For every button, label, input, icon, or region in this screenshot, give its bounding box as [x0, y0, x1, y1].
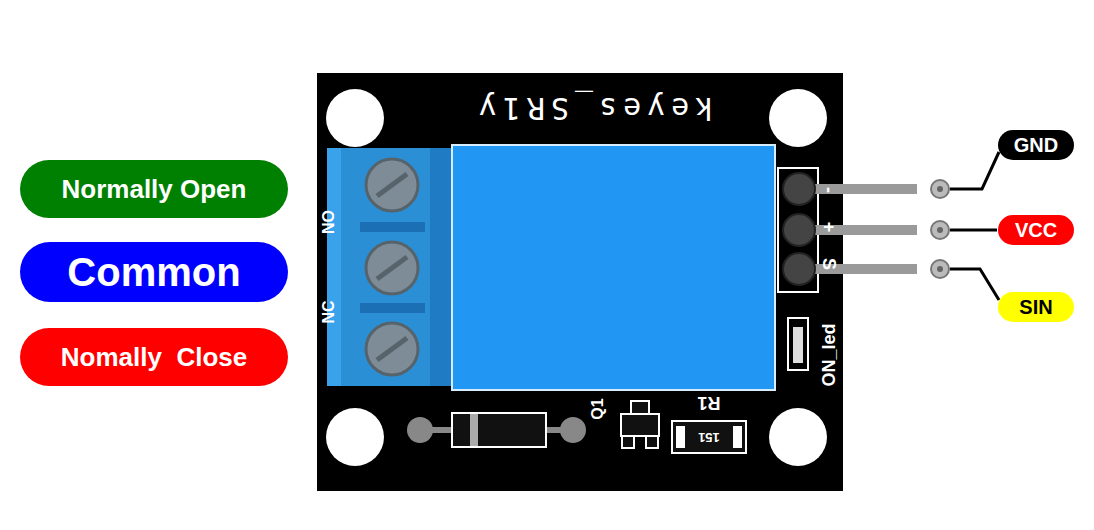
callout-pill: Common	[20, 242, 288, 302]
pin-header-outline	[778, 168, 818, 292]
pin-name: +	[820, 222, 838, 233]
header-pin	[783, 173, 815, 205]
mounting-hole	[326, 408, 384, 466]
pin-label-pill: GND	[998, 130, 1074, 160]
pin-end-dot	[937, 186, 943, 192]
screw-slot	[377, 257, 407, 279]
relay-body	[452, 145, 775, 390]
pin-name: -	[820, 187, 838, 193]
terminal-separator	[360, 222, 425, 232]
screw-slot	[377, 174, 407, 196]
mounting-hole	[769, 408, 827, 466]
diode-band	[470, 414, 478, 446]
transistor-lead	[646, 436, 658, 448]
leader-line	[950, 229, 997, 232]
terminal-block-edge	[327, 148, 341, 386]
diode-pad	[560, 417, 586, 443]
resistor-cap	[676, 426, 685, 448]
terminal-block	[327, 148, 452, 386]
transistor-lead	[622, 436, 634, 448]
board-name: keyes_SR1y	[473, 93, 714, 123]
callout-text: Common	[67, 250, 240, 294]
callout-text: SIN	[1019, 296, 1052, 318]
terminal-screw	[366, 242, 418, 294]
transistor-body	[621, 414, 659, 436]
callout-text: Nomally Close	[61, 343, 247, 372]
terminal-block-side	[430, 148, 452, 386]
pin-leg	[806, 184, 917, 194]
transistor-lead	[631, 401, 649, 414]
callout-text: Normally Open	[62, 175, 247, 204]
mounting-hole	[769, 89, 827, 147]
callout-text: GND	[1014, 134, 1058, 156]
led-body	[793, 327, 803, 363]
terminal-separator	[360, 303, 425, 313]
component-label: Q1	[590, 398, 606, 419]
header-pin	[783, 214, 815, 246]
header-pin	[783, 253, 815, 285]
terminal-label: NC	[321, 300, 337, 323]
resistor-value: 151	[698, 431, 720, 444]
led-outline	[788, 318, 808, 370]
pin-end-dot	[937, 227, 943, 233]
diode-body	[452, 413, 546, 447]
pin-end-dot	[937, 266, 943, 272]
pin-name: S	[820, 258, 838, 270]
diode-pad	[407, 417, 433, 443]
component-label: ON_led	[820, 323, 838, 386]
pin-end	[931, 180, 949, 198]
pin-end	[931, 260, 949, 278]
pin-label-pill: SIN	[998, 292, 1074, 322]
callout-text: VCC	[1015, 219, 1057, 241]
pin-end	[931, 221, 949, 239]
leader-line	[950, 269, 999, 300]
circuit-board	[317, 73, 843, 491]
leader-line	[950, 152, 999, 189]
pin-label-pill: VCC	[998, 215, 1074, 245]
resistor-symbol	[672, 421, 746, 453]
terminal-screw	[366, 159, 418, 211]
component-label: R1	[697, 394, 720, 412]
terminal-label: NO	[321, 210, 337, 234]
screw-slot	[377, 338, 407, 360]
resistor-cap	[733, 426, 742, 448]
callout-pill: Nomally Close	[20, 328, 288, 386]
mounting-hole	[326, 89, 384, 147]
terminal-screw	[366, 323, 418, 375]
callout-pill: Normally Open	[20, 160, 288, 218]
